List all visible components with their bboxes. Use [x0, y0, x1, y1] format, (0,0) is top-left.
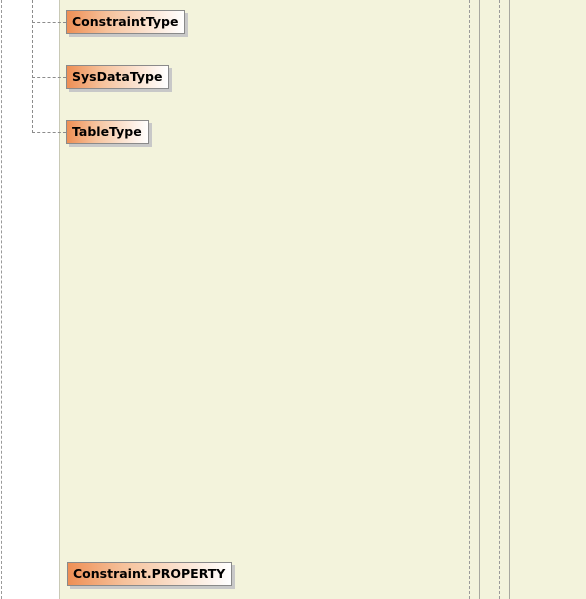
- node-constraint-type[interactable]: ConstraintType: [66, 10, 186, 34]
- column-guide-dashed-2: [499, 0, 500, 599]
- node-table-type[interactable]: TableType: [66, 120, 149, 144]
- left-dashed-guide: [1, 0, 2, 599]
- column-guide-solid-2: [509, 0, 510, 599]
- content-panel: [59, 0, 586, 599]
- node-sys-data-type[interactable]: SysDataType: [66, 65, 170, 89]
- column-guide-dashed-1: [469, 0, 470, 599]
- node-constraint-property[interactable]: Constraint.PROPERTY: [67, 562, 233, 586]
- tree-connector-trunk: [32, 0, 33, 133]
- connector-table-type: [32, 132, 66, 133]
- column-guide-solid-1: [479, 0, 480, 599]
- connector-constraint-type: [32, 22, 66, 23]
- connector-sys-data-type: [32, 77, 66, 78]
